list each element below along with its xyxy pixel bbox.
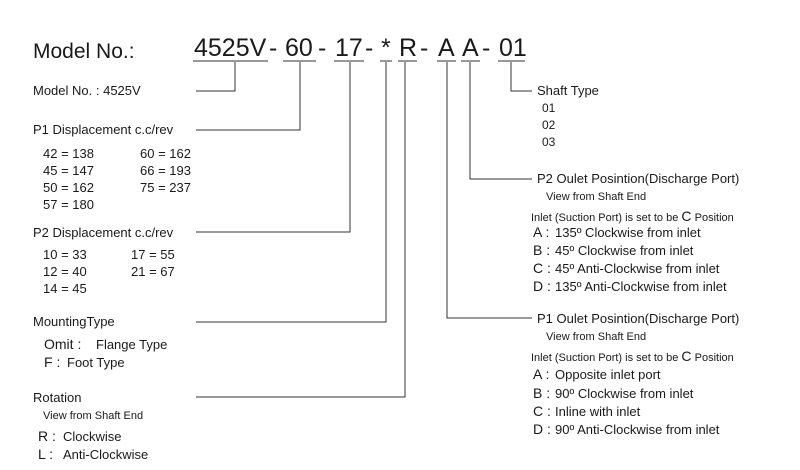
- code-segment-p2: 17: [335, 34, 363, 62]
- mounting-desc: Foot Type: [67, 355, 125, 370]
- p1-disp-item: 75 = 237: [140, 180, 191, 195]
- p1-outlet-desc: 90º Anti-Clockwise from inlet: [555, 422, 720, 437]
- p2-disp-item: 10 = 33: [43, 247, 87, 262]
- p2-outlet-code: B :: [533, 242, 551, 258]
- p2-outlet-code: C :: [533, 260, 551, 276]
- leader-p2out: [469, 62, 532, 180]
- p1-outlet-desc: Inline with inlet: [555, 404, 641, 419]
- shaft-item: 01: [542, 101, 556, 115]
- leader-mount: [196, 62, 387, 323]
- p1-outlet-desc: 90º Clockwise from inlet: [555, 386, 694, 401]
- code-dash: -: [365, 34, 374, 62]
- mounting-code: Omit :: [44, 336, 82, 352]
- p1-disp-item: 66 = 193: [140, 163, 191, 178]
- rotation-code: L :: [38, 446, 54, 462]
- leader-shaft: [510, 62, 532, 92]
- shaft-item: 02: [542, 118, 556, 132]
- leader-base: [196, 62, 236, 92]
- p2-outlet-desc: 135º Clockwise from inlet: [555, 225, 701, 240]
- code-dash: -: [318, 34, 327, 62]
- rotation-title: Rotation: [33, 390, 82, 405]
- mounting-desc: Flange Type: [96, 337, 168, 352]
- leader-p1out: [446, 62, 532, 319]
- p2-outlet-note: View from Shaft End: [546, 191, 647, 203]
- mounting-code: F :: [44, 354, 61, 370]
- p1-outlet-note: View from Shaft End: [546, 331, 647, 343]
- p2-outlet-desc: 45º Anti-Clockwise from inlet: [555, 261, 720, 276]
- p1-disp-item: 60 = 162: [140, 146, 191, 161]
- rotation-note: View from Shaft End: [43, 410, 144, 422]
- rotation-desc: Clockwise: [63, 429, 122, 444]
- p1-displacement-title: P1 Displacement c.c/rev: [33, 122, 174, 137]
- model-no-label: Model No.:: [33, 40, 135, 63]
- p2-outlet-desc: 45º Clockwise from inlet: [555, 243, 694, 258]
- code-segment-rot: R: [399, 34, 418, 62]
- code-segment-p1: 60: [285, 34, 313, 62]
- p1-outlet-code: B :: [533, 385, 551, 401]
- p2-outlet-title: P2 Oulet Posintion(Discharge Port): [537, 171, 740, 186]
- p2-displacement-title: P2 Displacement c.c/rev: [33, 225, 174, 240]
- code-dash: -: [269, 34, 278, 62]
- code-segment-shaft: 01: [499, 34, 527, 62]
- p2-outlet-code: A :: [533, 224, 550, 240]
- code-dash: -: [420, 34, 429, 62]
- p1-outlet-code: A :: [533, 366, 550, 382]
- p2-disp-item: 14 = 45: [43, 281, 87, 296]
- p1-outlet-desc: Opposite inlet port: [555, 367, 661, 382]
- p1-outlet-note: Inlet (Suction Port) is set to be C Posi…: [531, 348, 734, 364]
- leader-rot: [196, 62, 406, 398]
- p2-disp-item: 17 = 55: [131, 247, 175, 262]
- leader-p2: [196, 62, 351, 233]
- p1-outlet-code: C :: [533, 403, 551, 419]
- p1-disp-item: 50 = 162: [43, 180, 94, 195]
- code-segment-p1out: A: [462, 34, 479, 62]
- shaft-title: Shaft Type: [537, 83, 599, 98]
- p1-outlet-code: D :: [533, 421, 551, 437]
- code-segment-mount: *: [381, 34, 391, 62]
- p1-outlet-title: P1 Oulet Posintion(Discharge Port): [537, 311, 740, 326]
- mounting-title: MountingType: [33, 314, 115, 329]
- p2-disp-item: 21 = 67: [131, 264, 175, 279]
- rotation-code: R :: [38, 428, 56, 444]
- p1-disp-item: 42 = 138: [43, 146, 94, 161]
- p2-disp-item: 12 = 40: [43, 264, 87, 279]
- p2-outlet-desc: 135º Anti-Clockwise from inlet: [555, 279, 727, 294]
- p2-outlet-note: Inlet (Suction Port) is set to be C Posi…: [531, 208, 734, 224]
- p2-outlet-code: D :: [533, 278, 551, 294]
- shaft-item: 03: [542, 135, 556, 149]
- code-segment-p2out: A: [438, 34, 455, 62]
- model-base-label: Model No. : 4525V: [33, 83, 141, 98]
- p1-disp-item: 45 = 147: [43, 163, 94, 178]
- leader-p1: [196, 62, 301, 131]
- code-segment-base: 4525V: [194, 34, 267, 62]
- p1-disp-item: 57 = 180: [43, 197, 94, 212]
- rotation-desc: Anti-Clockwise: [63, 447, 149, 462]
- code-dash: -: [482, 34, 491, 62]
